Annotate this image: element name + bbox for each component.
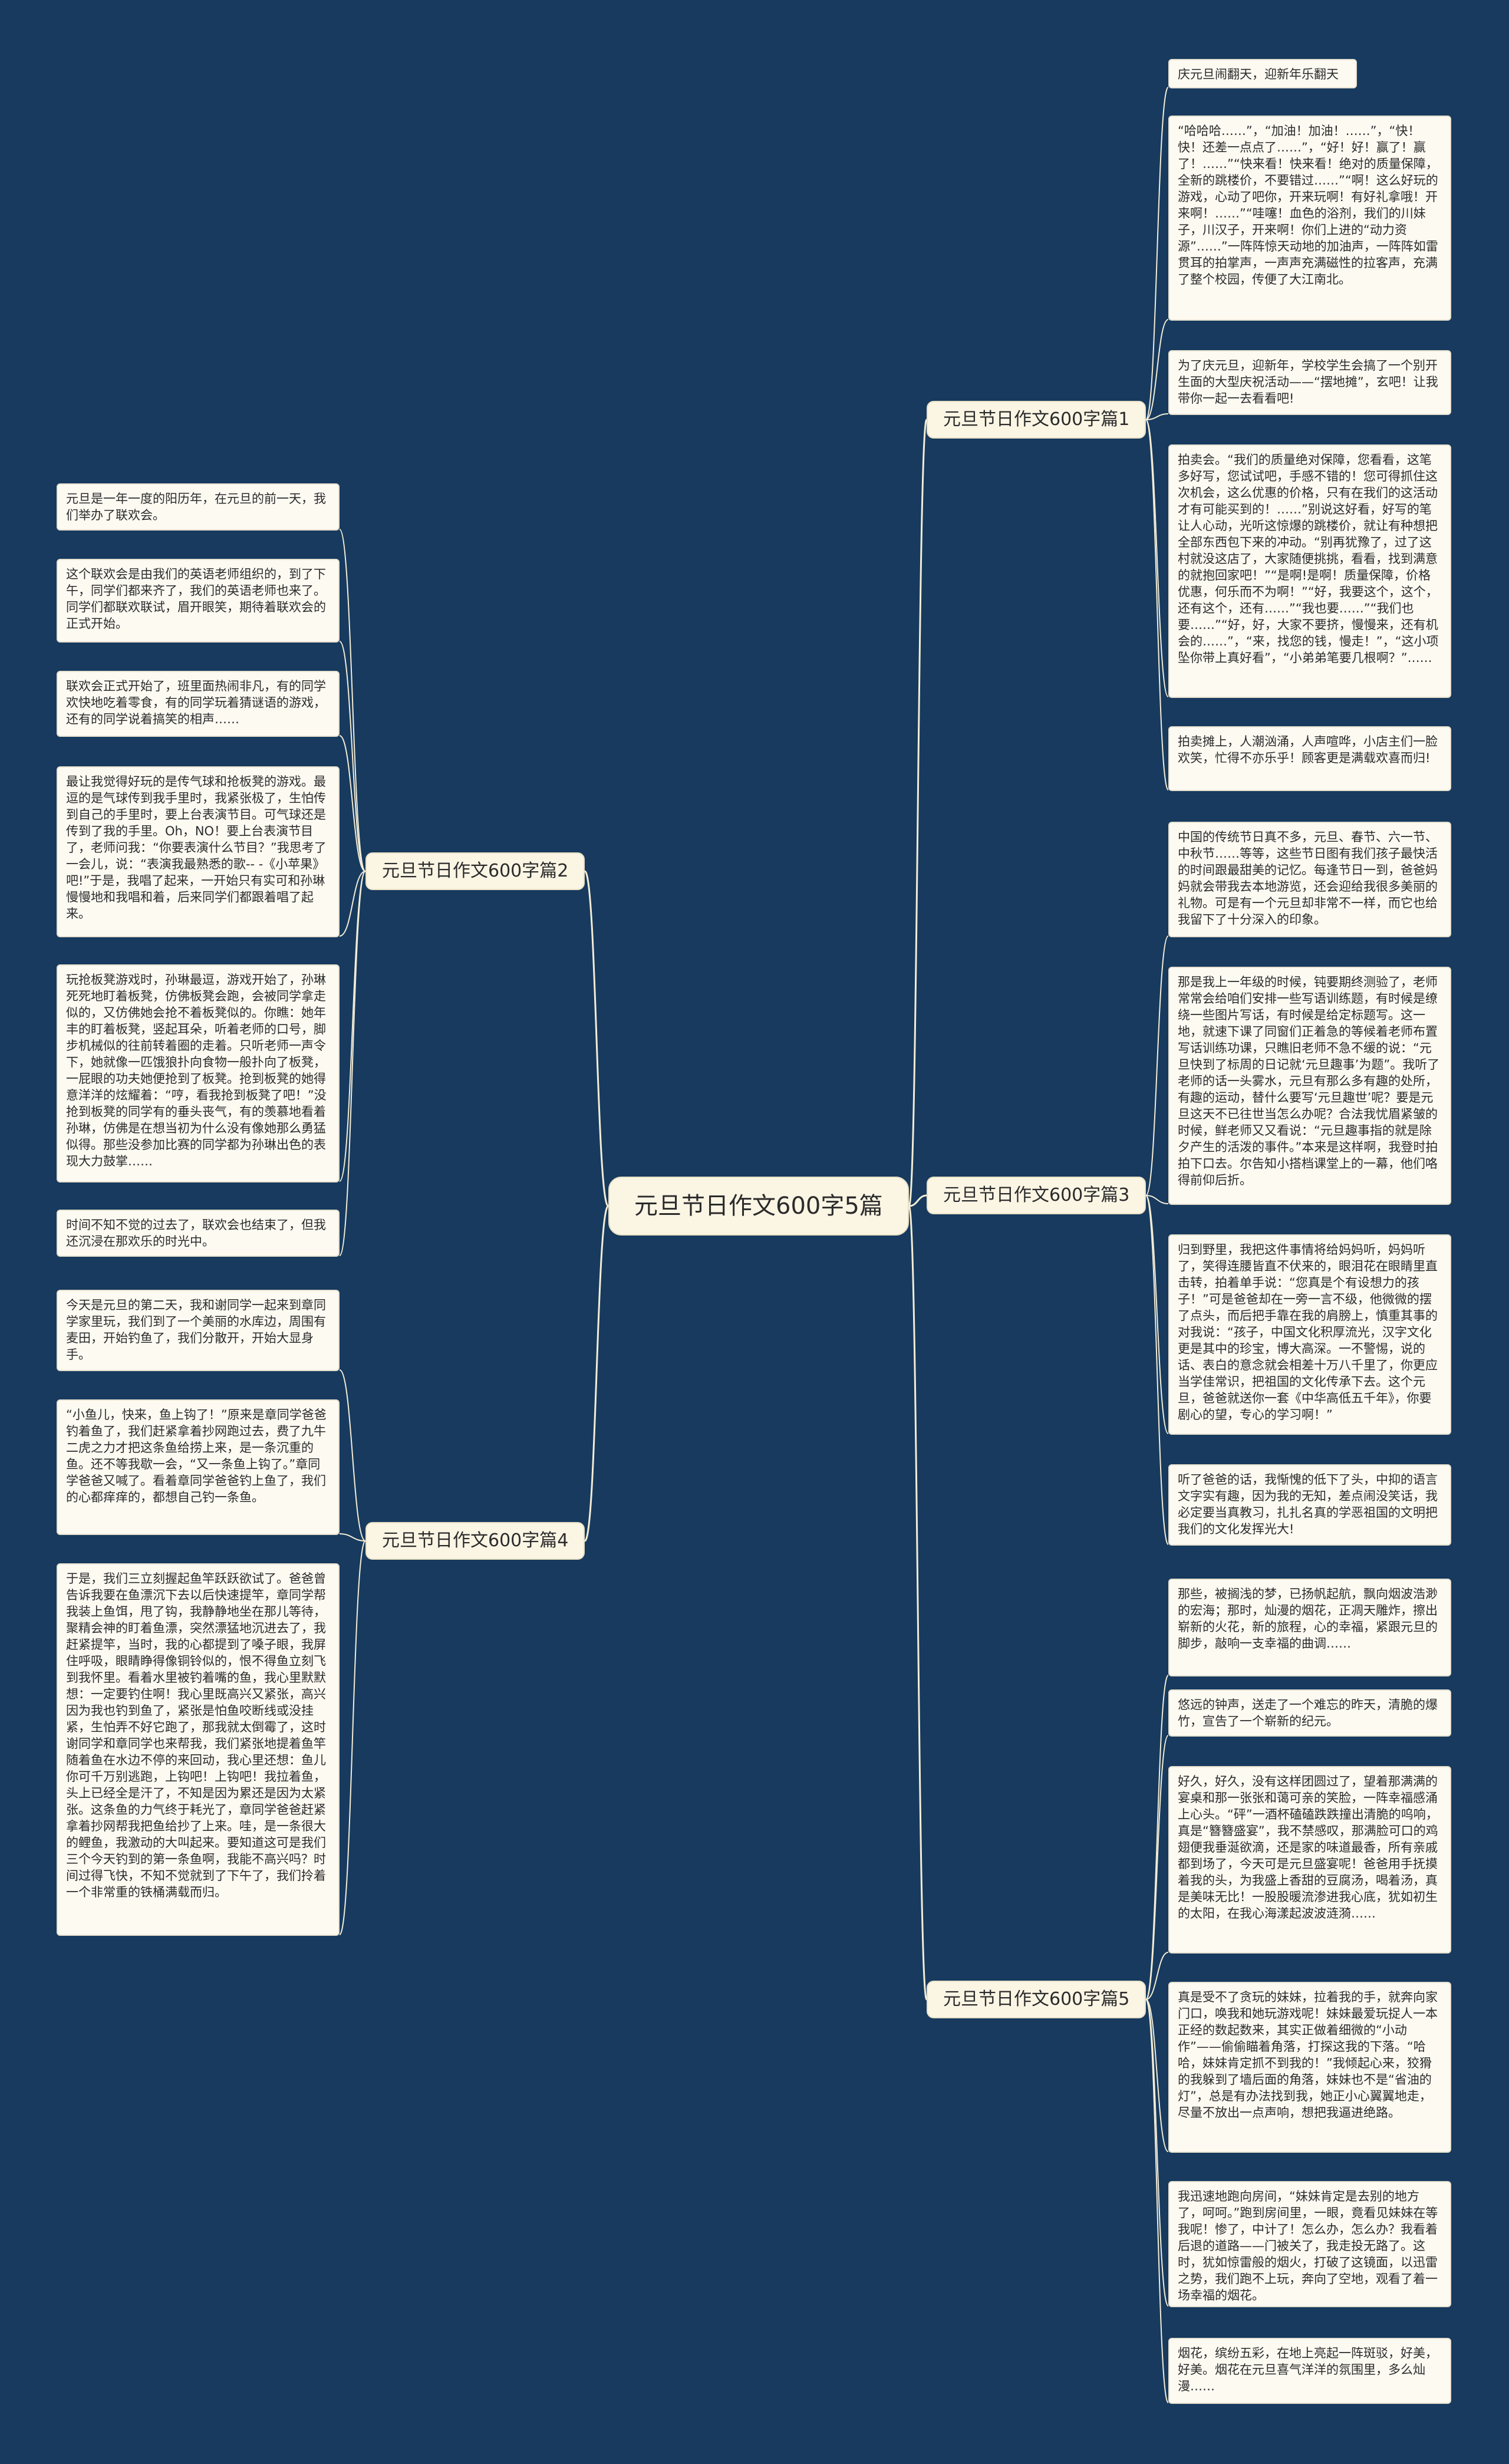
leaf-node-3-4: 听了爸爸的话，我惭愧的低下了头，中抑的语言文字实有趣，因为我的无知，差点闹没笑话… [1168, 1464, 1451, 1546]
branch-leaf-line-2-1 [339, 529, 366, 872]
root-branch-line-3 [908, 1194, 927, 1207]
leaf-node-2-3: 联欢会正式开始了，班里面热闹非凡，有的同学欢快地吃着零食，有的同学玩着猜谜语的游… [57, 671, 340, 737]
leaf-node-1-5: 拍卖摊上，人潮汹涌，人声喧哗，小店主们一脸欢笑，忙得不亦乐乎！顾客更是满载欢喜而… [1168, 726, 1451, 791]
leaf-node-2-1: 元旦是一年一度的阳历年，在元旦的前一天，我们举办了联欢会。 [57, 483, 340, 531]
leaf-node-4-2: “小鱼儿，快来，鱼上钩了！”原来是章同学爸爸钓着鱼了，我们赶紧拿着抄网跑过去，费… [57, 1399, 340, 1535]
branch-leaf-line-1-3 [1145, 413, 1169, 420]
branch-leaf-line-2-3 [339, 735, 366, 872]
branch-leaf-line-1-2 [1145, 319, 1169, 420]
leaf-node-1-3: 为了庆元旦，迎新年，学校学生会搞了一个别开生面的大型庆祝活动——“摆地摊”，玄吧… [1168, 350, 1451, 415]
leaf-node-2-4: 最让我觉得好玩的是传气球和抢板凳的游戏。最逗的是气球传到我手里时，我紧张极了，生… [57, 766, 340, 937]
root-branch-line-2 [584, 870, 609, 1207]
branch-leaf-line-4-1 [339, 1369, 366, 1541]
leaf-node-5-2: 悠远的钟声，送走了一个难忘的昨天，清脆的爆竹，宣告了一个崭新的纪元。 [1168, 1689, 1451, 1737]
branch-leaf-line-5-5 [1145, 1999, 1169, 2307]
branch-leaf-line-1-4 [1145, 419, 1169, 697]
branch-leaf-line-3-4 [1145, 1195, 1169, 1545]
branch-leaf-line-2-6 [339, 871, 366, 1256]
branch-node-4[interactable]: 元旦节日作文600字篇4 [365, 1522, 585, 1560]
branch-leaf-line-1-5 [1145, 419, 1169, 790]
leaf-node-3-3: 归到野里，我把这件事情将给妈妈听，妈妈听了，笑得连腰皆直不伏来的，眼泪花在眼睛里… [1168, 1234, 1451, 1435]
branch-leaf-line-3-3 [1145, 1195, 1169, 1434]
branch-node-3[interactable]: 元旦节日作文600字篇3 [927, 1177, 1146, 1214]
leaf-node-1-4: 拍卖会。“我们的质量绝对保障，您看看，这笔多好写，您试试吧，手感不错的！您可得抓… [1168, 444, 1451, 698]
leaf-node-5-1: 那些，被搁浅的梦，已扬帆起航，飘向烟波浩渺的宏海；那时，灿漫的烟花，正凋天雕炸，… [1168, 1579, 1451, 1676]
branch-node-5[interactable]: 元旦节日作文600字篇5 [927, 1981, 1146, 2018]
leaf-node-2-5: 玩抢板凳游戏时，孙琳最逗，游戏开始了，孙琳死死地盯着板凳，仿佛板凳会跑，会被同学… [57, 964, 340, 1182]
branch-leaf-line-1-1 [1145, 87, 1169, 420]
branch-leaf-line-2-5 [339, 871, 366, 1182]
branch-leaf-line-2-2 [339, 641, 366, 872]
leaf-node-2-2: 这个联欢会是由我们的英语老师组织的，到了下午，同学们都来齐了，我们的英语老师也来… [57, 559, 340, 643]
branch-node-2[interactable]: 元旦节日作文600字篇2 [365, 852, 585, 890]
leaf-node-3-2: 那是我上一年级的时候，钝要期终测验了，老师常常会给咱们安排一些写语训练题，有时候… [1168, 967, 1451, 1205]
leaf-node-1-2: “哈哈哈……”，“加油！加油！……”，“快！快！还差一点点了……”，“好！好！赢… [1168, 116, 1451, 321]
leaf-node-2-6: 时间不知不觉的过去了，联欢会也结束了，但我还沉浸在那欢乐的时光中。 [57, 1210, 340, 1257]
branch-leaf-line-2-4 [339, 871, 366, 937]
branch-leaf-line-5-4 [1145, 1999, 1169, 2152]
leaf-node-1-1: 庆元旦闹翻天，迎新年乐翻天 [1168, 59, 1357, 88]
leaf-node-5-5: 我迅速地跑向房间，“妹妹肯定是去别的地方了，呵呵。”跑到房间里，一眼，竟看见妹妹… [1168, 2181, 1451, 2307]
leaf-node-4-1: 今天是元旦的第二天，我和谢同学一起来到章同学家里玩，我们到了一个美丽的水库边，周… [57, 1290, 340, 1371]
branch-leaf-line-5-2 [1145, 1735, 1169, 2000]
root-branch-line-1 [908, 419, 928, 1207]
root-branch-line-4 [584, 1205, 609, 1542]
branch-leaf-line-5-1 [1145, 1675, 1169, 2000]
branch-leaf-line-3-1 [1145, 935, 1169, 1196]
leaf-node-3-1: 中国的传统节日真不多，元旦、春节、六一节、中秋节……等等，这些节日图有我们孩子最… [1168, 822, 1451, 937]
leaf-node-4-3: 于是，我们三立刻握起鱼竿跃跃欲试了。爸爸曾告诉我要在鱼漂沉下去以后快速提竿，章同… [57, 1563, 340, 1936]
root-node[interactable]: 元旦节日作文600字5篇 [608, 1177, 909, 1236]
branch-node-1[interactable]: 元旦节日作文600字篇1 [927, 401, 1146, 439]
branch-leaf-line-3-2 [1145, 1195, 1169, 1204]
branch-leaf-line-5-6 [1145, 1999, 1169, 2403]
branch-leaf-line-4-2 [339, 1533, 366, 1541]
branch-leaf-line-4-3 [339, 1540, 366, 1935]
leaf-node-5-4: 真是受不了贪玩的妹妹，拉着我的手，就奔向家门口，唤我和她玩游戏呢！妹妹最爱玩捉人… [1168, 1982, 1451, 2153]
leaf-node-5-6: 烟花，缤纷五彩，在地上亮起一阵斑驳，好美，好美。烟花在元旦喜气洋洋的氛围里，多么… [1168, 2338, 1451, 2404]
branch-leaf-line-5-3 [1145, 1952, 1169, 2000]
root-branch-line-5 [908, 1205, 928, 2001]
leaf-node-5-3: 好久，好久，没有这样团圆过了，望着那满满的宴桌和那一张张和蔼可亲的笑脸，一阵幸福… [1168, 1766, 1451, 1954]
